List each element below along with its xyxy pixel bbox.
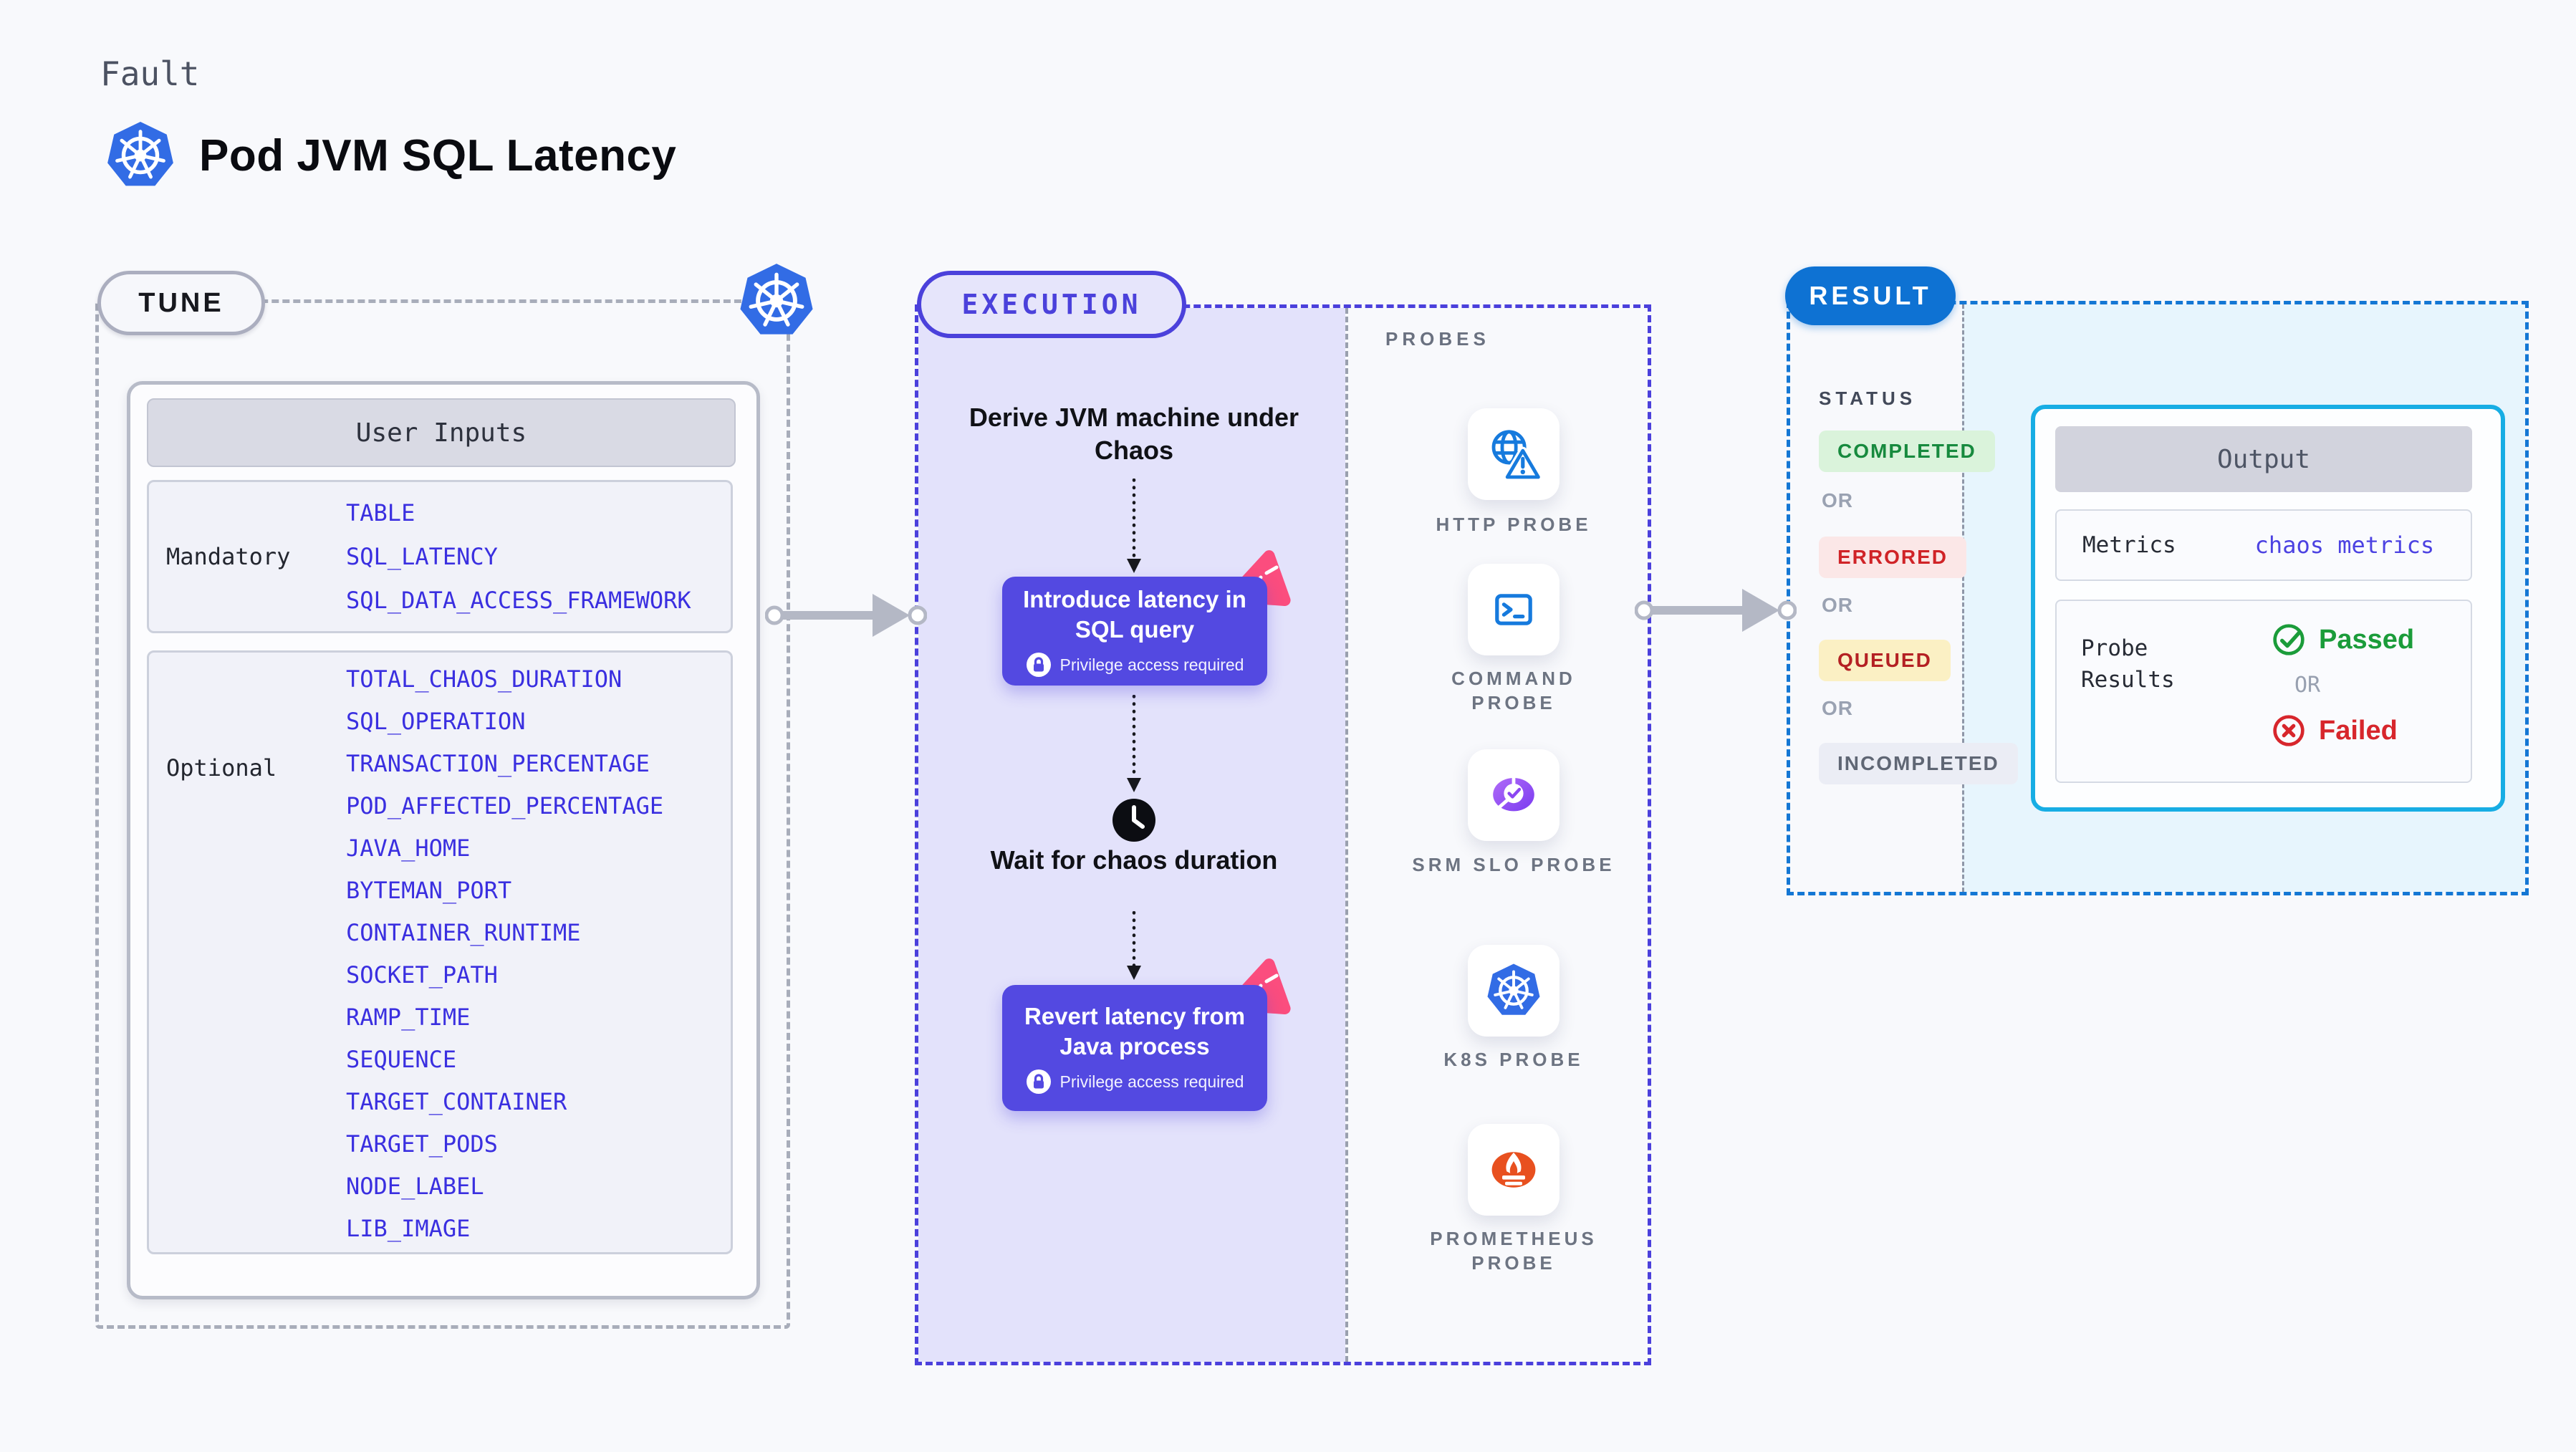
status-badge-incompleted: INCOMPLETED bbox=[1819, 743, 2018, 784]
input-variable: NODE_LABEL bbox=[346, 1173, 484, 1200]
probe-label: COMMAND PROBE bbox=[1451, 668, 1576, 713]
action-title: Revert latency from Java process bbox=[1024, 1003, 1246, 1059]
or-separator: OR bbox=[1822, 489, 1853, 511]
probe-results-values: Passed OR Failed bbox=[2272, 622, 2414, 748]
probe-card-k8s bbox=[1468, 945, 1559, 1037]
mandatory-values: TABLE SQL_LATENCY SQL_DATA_ACCESS_FRAMEWOR… bbox=[346, 498, 691, 615]
probe-label: K8S PROBE bbox=[1443, 1049, 1584, 1070]
probe-card-command bbox=[1468, 564, 1559, 655]
probe-results-row: Probe Results Passed OR bbox=[2055, 600, 2472, 783]
tune-pill: TUNE bbox=[97, 271, 265, 335]
probe-card-http bbox=[1468, 408, 1559, 500]
probe-card-prometheus bbox=[1468, 1124, 1559, 1216]
dotted-arrow-down bbox=[1127, 479, 1141, 573]
k8s-probe-icon bbox=[1486, 963, 1542, 1019]
check-circle-icon bbox=[2273, 624, 2305, 655]
metrics-row: Metrics chaos metrics bbox=[2055, 509, 2472, 581]
input-variable: BYTEMAN_PORT bbox=[346, 877, 512, 904]
kubernetes-icon bbox=[105, 120, 176, 191]
probe-results-label: Probe Results bbox=[2081, 635, 2175, 693]
input-variable: RAMP_TIME bbox=[346, 1004, 471, 1031]
privilege-note: Privilege access required bbox=[1026, 1069, 1244, 1095]
status-badge-queued: QUEUED bbox=[1819, 640, 1951, 681]
execution-pill: EXECUTION bbox=[917, 271, 1186, 338]
optional-inputs-row: Optional TOTAL_CHAOS_DURATION SQL_OPERATI… bbox=[147, 650, 733, 1254]
passed-label: Passed bbox=[2319, 624, 2415, 655]
result-section: STATUS COMPLETED OR ERRORED OR QUEUED OR… bbox=[1787, 301, 2529, 895]
privilege-note-text: Privilege access required bbox=[1059, 655, 1244, 674]
tune-section bbox=[95, 299, 790, 1329]
output-card: Output Metrics chaos metrics Probe Resul… bbox=[2031, 405, 2505, 812]
prometheus-probe-icon bbox=[1491, 1152, 1536, 1188]
output-header: Output bbox=[2055, 426, 2472, 492]
input-variable: JAVA_HOME bbox=[346, 835, 471, 862]
introduce-latency-node: Introduce latency in SQL query Privilege… bbox=[1002, 577, 1267, 686]
input-variable: TABLE bbox=[346, 499, 415, 527]
dotted-arrow-down bbox=[1127, 911, 1141, 980]
clock-icon bbox=[1112, 799, 1155, 842]
optional-values: TOTAL_CHAOS_DURATION SQL_OPERATION TRANSAC… bbox=[346, 664, 663, 1244]
passed-row: Passed bbox=[2272, 622, 2414, 657]
status-badge-completed: COMPLETED bbox=[1819, 431, 1995, 472]
http-probe-icon bbox=[1491, 430, 1542, 481]
input-variable: TARGET_CONTAINER bbox=[346, 1088, 567, 1115]
x-circle-icon bbox=[2273, 715, 2305, 746]
privilege-note: Privilege access required bbox=[1026, 652, 1244, 678]
execution-to-result-arrow bbox=[1635, 589, 1797, 632]
input-variable: TARGET_PODS bbox=[346, 1130, 498, 1158]
action-title: Introduce latency in SQL query bbox=[1023, 586, 1246, 643]
probe-label: SRM SLO PROBE bbox=[1412, 854, 1615, 875]
probe-card-srm-slo bbox=[1468, 749, 1559, 841]
failed-row: Failed bbox=[2272, 713, 2414, 748]
privilege-note-text: Privilege access required bbox=[1059, 1072, 1244, 1091]
mandatory-label: Mandatory bbox=[166, 543, 291, 570]
or-separator: OR bbox=[1822, 697, 1853, 719]
input-variable: CONTAINER_RUNTIME bbox=[346, 919, 581, 946]
failed-label: Failed bbox=[2319, 715, 2398, 746]
metrics-value: chaos metrics bbox=[2254, 532, 2435, 559]
status-heading: STATUS bbox=[1819, 388, 1917, 409]
srm-slo-probe-icon bbox=[1493, 776, 1534, 812]
or-separator: OR bbox=[1822, 594, 1853, 616]
revert-latency-node: Revert latency from Java process Privile… bbox=[1002, 985, 1267, 1111]
probe-label: HTTP PROBE bbox=[1436, 514, 1592, 535]
mandatory-inputs-row: Mandatory TABLE SQL_LATENCY SQL_DATA_ACCES… bbox=[147, 480, 733, 633]
lock-icon bbox=[1026, 653, 1051, 677]
input-variable: TOTAL_CHAOS_DURATION bbox=[346, 665, 623, 693]
input-variable: SQL_DATA_ACCESS_FRAMEWORK bbox=[346, 587, 691, 614]
wait-step-text: Wait for chaos duration bbox=[990, 845, 1278, 875]
page-title: Pod JVM SQL Latency bbox=[199, 131, 677, 181]
tune-to-execution-arrow bbox=[765, 594, 927, 637]
user-inputs-header: User Inputs bbox=[147, 398, 736, 467]
kubernetes-icon bbox=[738, 262, 815, 340]
probes-heading: PROBES bbox=[1385, 328, 1490, 350]
result-pill: RESULT bbox=[1785, 266, 1956, 325]
optional-label: Optional bbox=[166, 754, 277, 782]
lock-icon bbox=[1026, 1069, 1051, 1094]
command-probe-icon bbox=[1495, 594, 1532, 625]
derive-step-text: Derive JVM machine under Chaos bbox=[969, 403, 1299, 465]
input-variable: SQL_LATENCY bbox=[346, 543, 498, 570]
execution-section: Derive JVM machine under Chaos Introduce… bbox=[915, 304, 1651, 1365]
dotted-arrow-down bbox=[1127, 695, 1141, 792]
execution-probes-divider bbox=[1345, 308, 1348, 1362]
status-badge-errored: ERRORED bbox=[1819, 537, 1967, 578]
input-variable: POD_AFFECTED_PERCENTAGE bbox=[346, 792, 664, 819]
input-variable: SOCKET_PATH bbox=[346, 961, 498, 989]
input-variable: LIB_IMAGE bbox=[346, 1215, 471, 1242]
input-variable: SQL_OPERATION bbox=[346, 708, 526, 735]
result-divider bbox=[1962, 304, 1964, 892]
metrics-label: Metrics bbox=[2082, 532, 2176, 558]
input-variable: TRANSACTION_PERCENTAGE bbox=[346, 750, 650, 777]
fault-category-label: Fault bbox=[100, 54, 200, 93]
or-separator: OR bbox=[2294, 673, 2321, 698]
probe-label: PROMETHEUS PROBE bbox=[1430, 1228, 1597, 1274]
input-variable: SEQUENCE bbox=[346, 1046, 457, 1073]
